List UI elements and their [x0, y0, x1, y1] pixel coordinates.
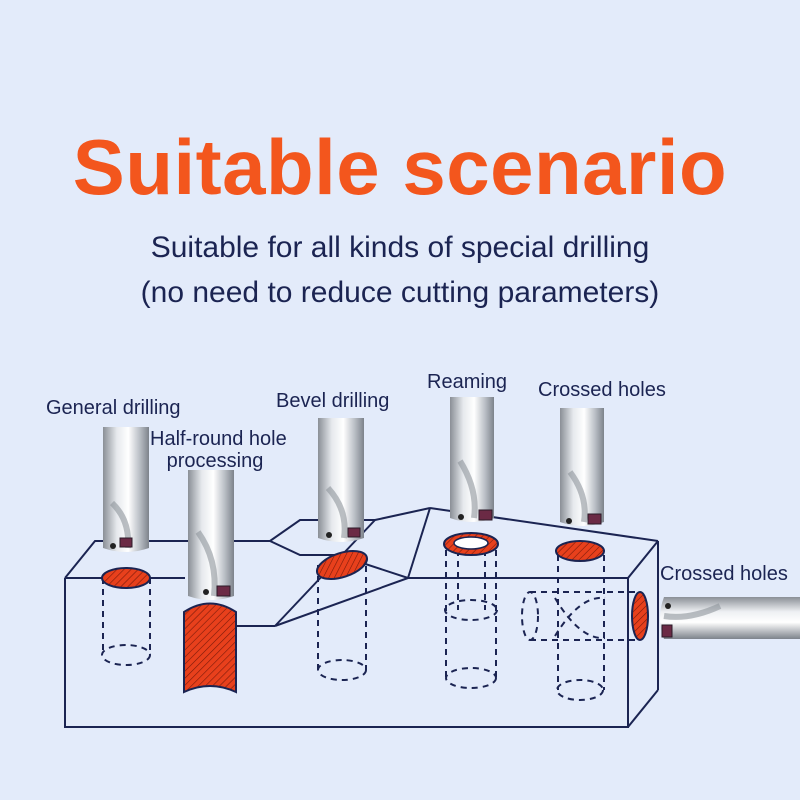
page-title: Suitable scenario	[72, 123, 728, 211]
label-bevel-drilling: Bevel drilling	[276, 390, 390, 412]
half-round-hole	[183, 602, 237, 694]
drill-half-round	[188, 470, 234, 600]
drill-crossed-side	[660, 597, 800, 639]
subtitle-line-2: (no need to reduce cutting parameters)	[140, 276, 660, 309]
label-general-drilling: General drilling	[46, 397, 181, 419]
crossed-hole-top	[555, 540, 605, 562]
bevel-drilling-hole	[315, 550, 369, 580]
label-half-round-line-2: processing	[166, 450, 264, 472]
drill-general	[103, 427, 149, 552]
subtitle-line-1: Suitable for all kinds of special drilli…	[150, 231, 650, 264]
general-drilling-hole	[101, 567, 151, 589]
drill-reaming	[450, 397, 494, 522]
label-reaming: Reaming	[427, 371, 508, 393]
drill-crossed-top	[560, 408, 604, 526]
hidden-hole-lines	[101, 550, 640, 701]
work-block	[64, 507, 659, 728]
reaming-hole-inner	[453, 536, 489, 550]
label-half-round-hole: Half-round hole processing	[150, 428, 287, 472]
label-crossed-holes-top: Crossed holes	[538, 379, 666, 401]
crossed-hole-side	[631, 591, 649, 641]
label-half-round-line-1: Half-round hole	[150, 428, 287, 450]
drill-bevel	[318, 418, 364, 542]
label-crossed-holes-side: Crossed holes	[660, 563, 788, 585]
